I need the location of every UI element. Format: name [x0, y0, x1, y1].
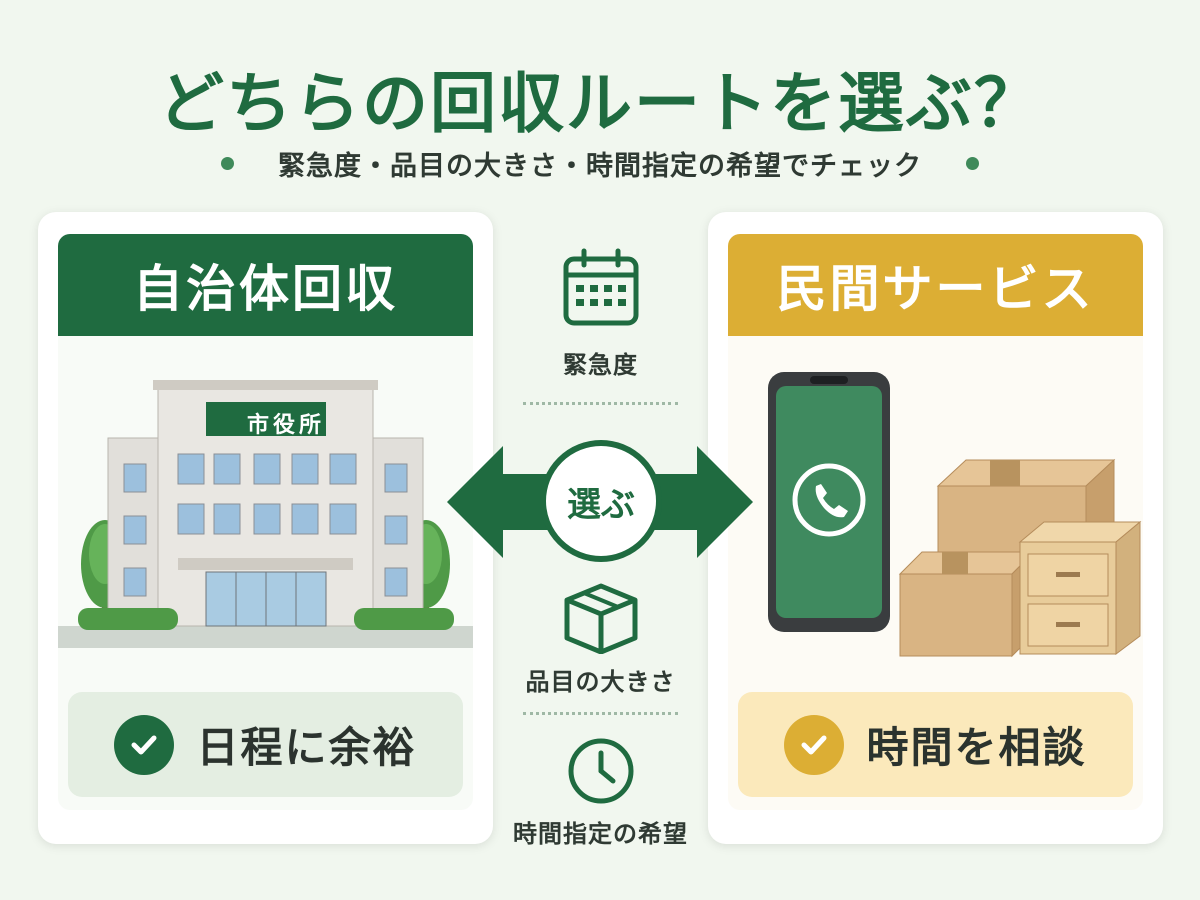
bullet-dot-right [966, 156, 979, 170]
municipal-benefit-pill: 日程に余裕 [68, 692, 463, 797]
private-benefit-pill: 時間を相談 [738, 692, 1133, 797]
check-icon [114, 714, 175, 775]
subtitle: 緊急度・品目の大きさ・時間指定の希望でチェック [278, 150, 922, 182]
private-service-card: 民間サービス [708, 212, 1163, 844]
municipal-benefit-label: 日程に余裕 [196, 723, 417, 772]
factor-urgency-label: 緊急度 [563, 351, 638, 379]
divider-top [523, 402, 678, 405]
page-title: どちらの回収ルートを選ぶ？ [158, 65, 1042, 142]
decision-factors-column: 緊急度 品目の大きさ 時間指定の希望 [493, 212, 708, 852]
city-hall-sign: 市役所 [246, 413, 325, 438]
private-card-body: 時間を相談 [728, 336, 1143, 810]
city-hall-illustration [58, 380, 473, 648]
private-card-header: 民間サービス [728, 234, 1143, 336]
clock-icon [493, 735, 708, 807]
municipal-collection-card: 自治体回収 [38, 212, 493, 844]
private-benefit-label: 時間を相談 [866, 723, 1087, 772]
subtitle-row: 緊急度・品目の大きさ・時間指定の希望でチェック [0, 143, 1200, 183]
calendar-icon [493, 247, 708, 329]
municipal-card-header: 自治体回収 [58, 234, 473, 336]
bullet-dot-left [221, 156, 234, 170]
factor-time-preference-label: 時間指定の希望 [513, 820, 688, 848]
box-icon [493, 582, 708, 654]
phone-icon [792, 463, 866, 537]
municipal-card-body: 市役所 日程に余裕 [58, 336, 473, 810]
factor-item-size-label: 品目の大きさ [525, 668, 676, 696]
check-icon [784, 714, 845, 775]
choose-circle: 選ぶ [540, 440, 662, 562]
phone-and-boxes-illustration [768, 372, 1142, 658]
divider-bottom [523, 712, 678, 715]
